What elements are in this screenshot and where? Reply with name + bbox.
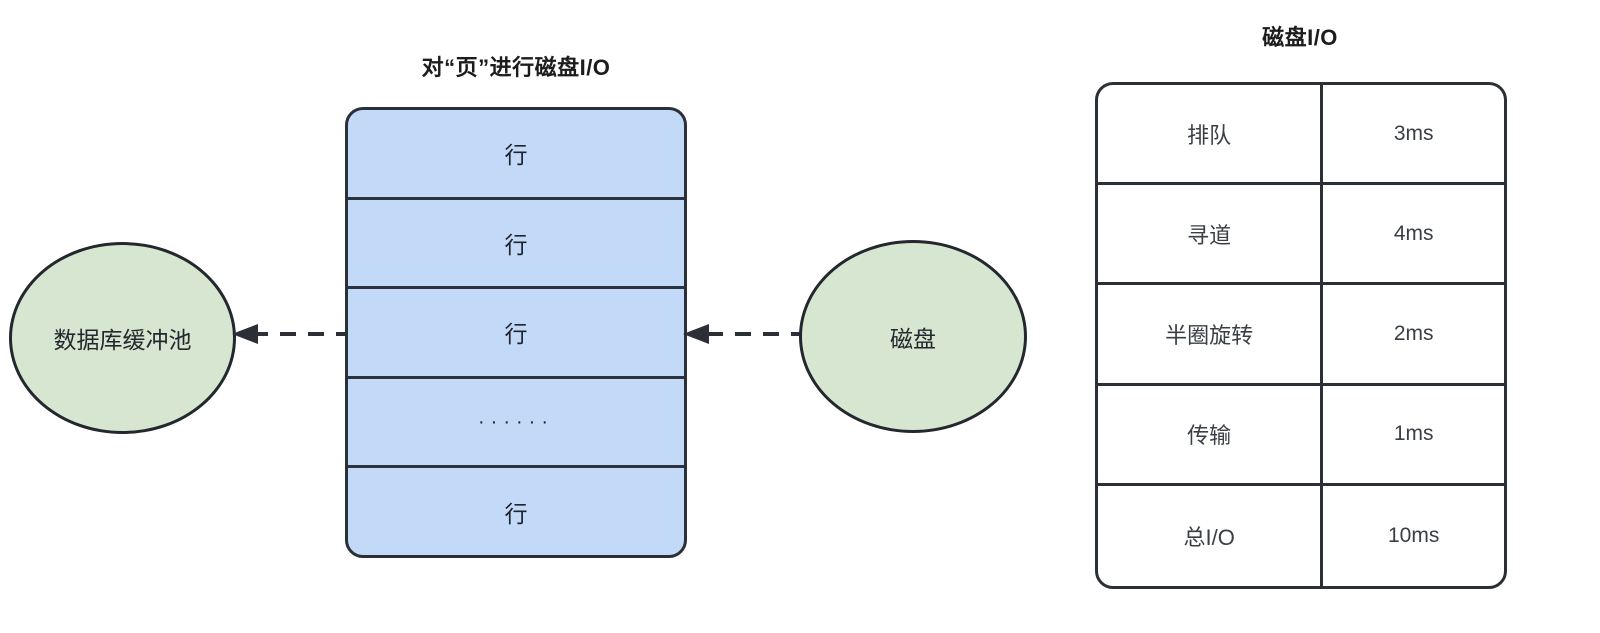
node-database-buffer-pool[interactable]: 数据库缓冲池 (9, 242, 236, 434)
node-buffer-pool-label: 数据库缓冲池 (53, 327, 192, 353)
table-row: 传输 1ms (1098, 385, 1504, 486)
page-box: 行 行 行 ······ 行 (345, 107, 687, 558)
table-cell-label: 寻道 (1098, 185, 1324, 283)
table-cell-value: 10ms (1387, 523, 1440, 547)
page-row: 行 (348, 200, 684, 290)
table-cell-label: 传输 (1098, 385, 1324, 483)
node-disk-label: 磁盘 (890, 325, 936, 352)
page-row-label: 行 (504, 142, 528, 169)
table-cell-label: 排队 (1098, 85, 1324, 183)
table-cell-value: 1ms (1393, 422, 1434, 446)
disk-io-table: 排队 3ms 寻道 4ms 半圈旋转 2ms 传输 1ms 总I/O 10ms (1095, 82, 1507, 589)
table-cell-value: 4ms (1393, 221, 1434, 245)
table-cell-value: 2ms (1393, 321, 1434, 345)
arrow-disk-to-page-icon (683, 324, 807, 344)
page-row: 行 (348, 289, 684, 379)
table-row: 排队 3ms (1098, 85, 1504, 186)
page-io-title: 对“页”进行磁盘I/O (421, 55, 611, 80)
page-row: 行 (348, 468, 684, 555)
page-row: 行 (348, 110, 684, 200)
page-row-label: ······ (478, 410, 554, 433)
table-row: 总I/O 10ms (1098, 485, 1504, 586)
table-cell-label: 半圈旋转 (1098, 285, 1324, 383)
table-cell-value: 3ms (1393, 121, 1434, 145)
page-row-label: 行 (504, 321, 528, 348)
page-row-ellipsis: ······ (348, 379, 684, 469)
table-row: 半圈旋转 2ms (1098, 285, 1504, 386)
table-cell-label: 总I/O (1098, 485, 1324, 586)
table-row: 寻道 4ms (1098, 185, 1504, 286)
disk-io-table-title: 磁盘I/O (1262, 25, 1338, 50)
page-row-label: 行 (504, 500, 528, 527)
node-disk[interactable]: 磁盘 (799, 240, 1027, 433)
page-row-label: 行 (504, 231, 528, 258)
arrow-page-to-buffer-pool-icon (232, 324, 352, 344)
